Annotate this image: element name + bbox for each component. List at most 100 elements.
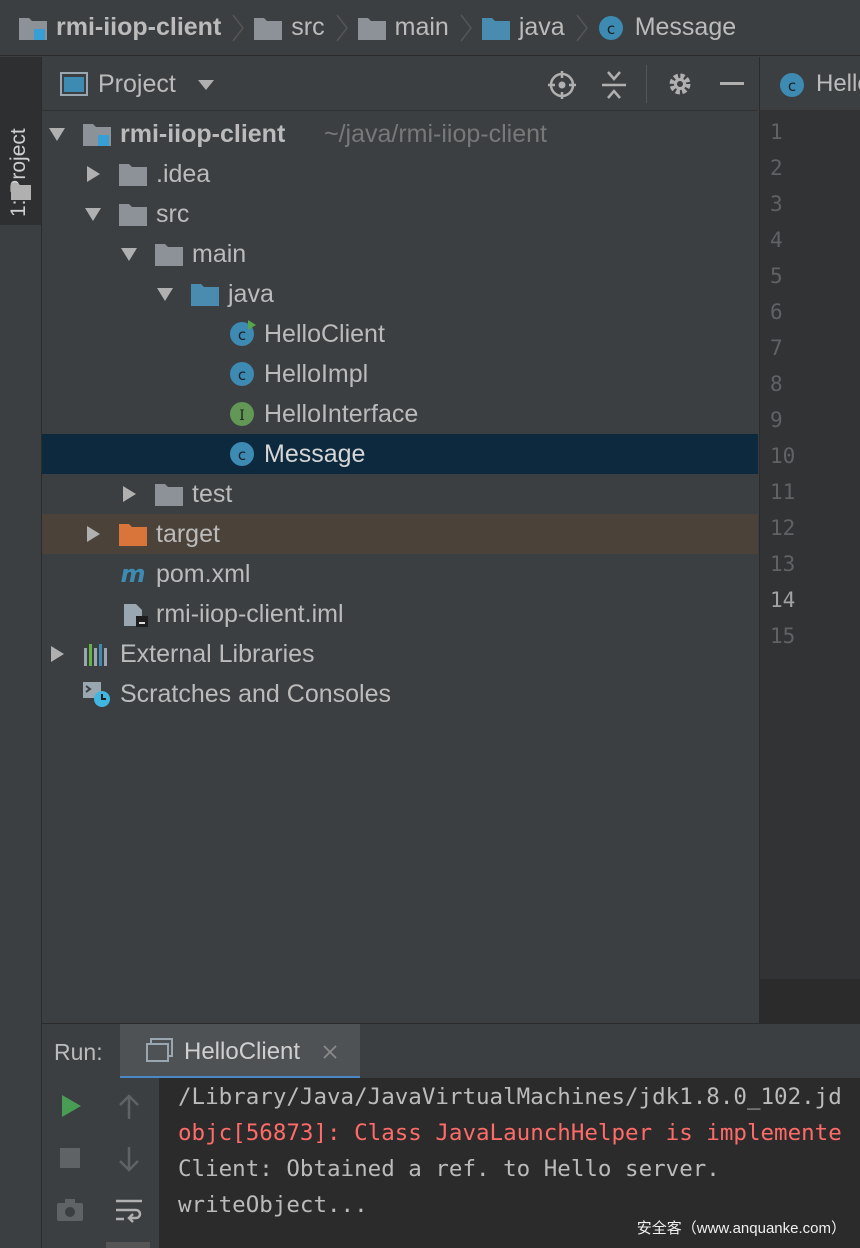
folder-icon: [118, 200, 148, 228]
console-line: Client: Obtained a ref. to Hello server.: [178, 1156, 720, 1182]
breadcrumb-item-project[interactable]: rmi-iiop-client: [18, 13, 221, 42]
chevron-down-icon[interactable]: [156, 284, 174, 304]
runnable-class-icon: [228, 320, 258, 348]
console-icon: [146, 1038, 173, 1062]
console-line-error: objc[56873]: Class JavaLaunchHelper is i…: [178, 1120, 842, 1146]
chevron-right-icon[interactable]: [48, 644, 66, 664]
chevron-down-icon[interactable]: [48, 124, 66, 144]
breadcrumb-item-message[interactable]: Message: [597, 13, 736, 42]
line-number: 11: [770, 480, 796, 504]
console-line: /Library/Java/JavaVirtualMachines/jdk1.8…: [178, 1084, 842, 1110]
excluded-folder-icon: [118, 520, 148, 548]
iml-file-icon: [124, 604, 148, 627]
breadcrumb-label: Message: [634, 13, 737, 41]
line-number: 4: [770, 228, 783, 252]
breadcrumb-label: java: [518, 13, 565, 41]
tree-label: src: [156, 200, 190, 228]
tree-row-target[interactable]: target: [42, 514, 758, 554]
tree-label: java: [228, 280, 274, 308]
arrow-up-icon[interactable]: [118, 1094, 140, 1120]
collapse-all-icon[interactable]: [600, 70, 628, 100]
run-tab-label: HelloClient: [184, 1038, 301, 1065]
chevron-right-icon: [232, 14, 245, 41]
editor-tab-label[interactable]: Hello: [816, 70, 860, 97]
tree-row-iml[interactable]: rmi-iiop-client.iml: [42, 594, 758, 634]
divider: [760, 979, 860, 980]
locate-icon[interactable]: [547, 70, 577, 100]
folder-icon: [357, 14, 387, 42]
line-number: 13: [770, 552, 796, 576]
line-number: 7: [770, 336, 783, 360]
chevron-right-icon[interactable]: [84, 164, 102, 184]
tree-label: Message: [264, 440, 366, 468]
gear-icon[interactable]: [666, 70, 694, 98]
module-folder-icon: [82, 120, 112, 148]
folder-icon: [118, 160, 148, 188]
close-icon[interactable]: [322, 1044, 338, 1060]
editor-tab-bar: Hello: [759, 57, 860, 111]
chevron-right-icon: [336, 14, 348, 41]
tree-row-hellointerface[interactable]: HelloInterface: [42, 394, 758, 434]
line-number: 8: [770, 372, 783, 396]
tree-label: .idea: [156, 160, 211, 188]
tree-row-root[interactable]: rmi-iiop-client ~/java/rmi-iiop-client: [42, 114, 758, 154]
module-folder-icon: [18, 14, 48, 42]
watermark: 安全客（www.anquanke.com）: [636, 1220, 846, 1237]
line-number: 12: [770, 516, 796, 540]
project-tab-label: 1: Project: [7, 128, 30, 217]
tree-row-java[interactable]: java: [42, 274, 758, 314]
scratches-icon: [83, 682, 110, 707]
breadcrumb-label: rmi-iiop-client: [56, 13, 222, 41]
run-label: Run:: [54, 1039, 103, 1065]
chevron-down-icon[interactable]: [198, 80, 214, 90]
tree-row-helloclient[interactable]: HelloClient: [42, 314, 758, 354]
panel-title[interactable]: Project: [98, 70, 176, 98]
console-output[interactable]: /Library/Java/JavaVirtualMachines/jdk1.8…: [160, 1078, 860, 1248]
tree-row-src[interactable]: src: [42, 194, 758, 234]
libraries-icon: [84, 644, 107, 666]
folder-icon: [253, 14, 283, 42]
chevron-right-icon[interactable]: [120, 484, 138, 504]
tree-label: HelloClient: [264, 320, 385, 348]
project-tool-window-tab[interactable]: 1: Project: [0, 57, 41, 225]
left-tool-strip: 1: Project: [0, 57, 42, 1248]
tree-label: External Libraries: [120, 640, 315, 668]
minimize-icon[interactable]: [720, 81, 744, 87]
breadcrumb-item-java[interactable]: java: [481, 13, 565, 42]
tree-label: rmi-iiop-client: [120, 120, 286, 148]
chevron-right-icon[interactable]: [84, 524, 102, 544]
line-number: 6: [770, 300, 783, 324]
tree-row-pom[interactable]: m pom.xml: [42, 554, 758, 594]
maven-icon: m: [120, 560, 145, 588]
camera-icon[interactable]: [56, 1198, 84, 1222]
tree-row-main[interactable]: main: [42, 234, 758, 274]
line-number: 1: [770, 120, 783, 144]
tree-row-scratches[interactable]: Scratches and Consoles: [42, 674, 758, 714]
arrow-down-icon[interactable]: [118, 1146, 140, 1172]
breadcrumb: rmi-iiop-client src main java Message: [0, 0, 860, 56]
breadcrumb-item-main[interactable]: main: [357, 13, 449, 42]
tree-row-external-libraries[interactable]: External Libraries: [42, 634, 758, 674]
project-panel-header: Project: [42, 57, 758, 111]
tree-label: main: [192, 240, 247, 268]
run-tab-helloclient[interactable]: HelloClient: [120, 1024, 360, 1079]
run-icon[interactable]: [60, 1094, 82, 1118]
tree-row-test[interactable]: test: [42, 474, 758, 514]
divider: [646, 65, 647, 103]
line-number-gutter: 1 2 3 4 5 6 7 8 9 10 11 12 13 14 15: [759, 111, 860, 1023]
chevron-down-icon[interactable]: [84, 204, 102, 224]
folder-icon: [154, 240, 184, 268]
breadcrumb-item-src[interactable]: src: [253, 13, 325, 42]
line-number: 9: [770, 408, 783, 432]
line-number: 5: [770, 264, 783, 288]
class-icon: [597, 14, 627, 42]
chevron-right-icon: [460, 14, 472, 41]
tree-label: test: [192, 480, 233, 508]
chevron-down-icon[interactable]: [120, 244, 138, 264]
tree-label: rmi-iiop-client.iml: [156, 600, 344, 628]
tree-row-helloimpl[interactable]: HelloImpl: [42, 354, 758, 394]
tree-row-message[interactable]: Message: [42, 434, 758, 474]
stop-icon[interactable]: [60, 1148, 80, 1168]
tree-row-idea[interactable]: .idea: [42, 154, 758, 194]
soft-wrap-icon[interactable]: [114, 1198, 144, 1224]
